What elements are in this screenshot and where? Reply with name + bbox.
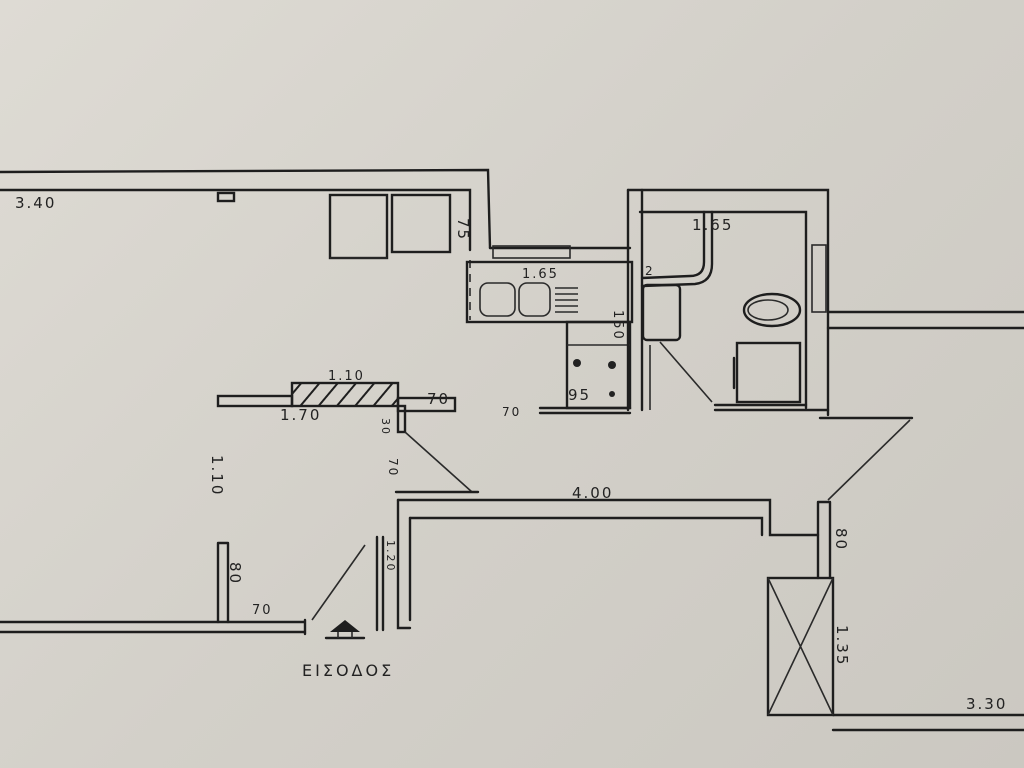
entrance-label: ΕΙΣΟΔΟΣ (302, 661, 394, 680)
bathroom (626, 188, 830, 417)
washbasin (641, 283, 682, 342)
partition (216, 381, 480, 494)
corridor (311, 416, 914, 717)
door-swing (404, 431, 473, 493)
dim-partition-170: 1.70 (280, 406, 321, 424)
sink-basin-right (518, 282, 551, 317)
entrance-arrow-icon (324, 620, 366, 640)
bath-door-swing (659, 341, 713, 403)
hatched-wall (290, 381, 400, 408)
kitchen (465, 188, 644, 415)
dim-left-80: 80 (226, 562, 244, 585)
top-cabinets (216, 191, 452, 260)
bath-window (811, 244, 827, 313)
shower-box (735, 341, 802, 404)
toilet (742, 292, 802, 328)
dim-bath-2: 2 (645, 264, 655, 278)
dimension-labels: 3.40 75 1.65 1.65 2 150 95 1.10 1.70 70 … (15, 194, 1007, 713)
dim-150: 150 (610, 310, 625, 341)
dim-bottom-70: 70 (252, 603, 273, 618)
dim-corridor-400: 4.00 (572, 484, 613, 502)
dim-stove: 95 (568, 386, 591, 404)
dim-partition-110: 1.10 (328, 369, 365, 384)
sink-basin-left (479, 282, 516, 317)
dim-bathroom-width: 1.65 (692, 216, 733, 234)
dim-left-110: 1.10 (208, 455, 226, 496)
dim-bottom-right: 3.30 (966, 695, 1007, 713)
dim-wall-70: 70 (427, 390, 450, 408)
storage (766, 576, 835, 717)
dim-opening-70: 70 (502, 405, 521, 419)
dim-right-80: 80 (832, 528, 850, 551)
dim-top-left: 3.40 (15, 194, 56, 212)
dim-entry-120: 1.20 (384, 540, 397, 573)
dim-75: 75 (454, 218, 472, 241)
dim-kitchen-counter: 1.65 (522, 267, 559, 282)
exterior-walls (0, 168, 1024, 732)
right-door-swing (827, 419, 911, 501)
dim-30: 30 (379, 418, 392, 436)
dim-door-70: 70 (386, 458, 400, 477)
dim-storage-135: 1.35 (833, 625, 851, 666)
entrance-door-swing (311, 544, 366, 621)
